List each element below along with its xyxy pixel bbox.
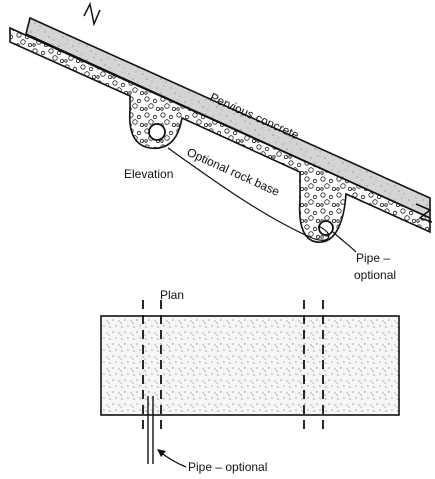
pervious-concrete-slab: [25, 16, 431, 220]
break-symbol-right: [415, 203, 433, 223]
pipe-label-line1: Pipe –: [356, 251, 390, 265]
elevation-view: Pervious concrete Optional rock base Ele…: [9, 1, 433, 282]
plan-view: Plan Pipe – optional: [100, 288, 400, 474]
plan-pipe-arrowhead: [157, 449, 166, 457]
rock-base-leader: [167, 147, 330, 241]
plan-label: Plan: [160, 288, 184, 302]
plan-slab: [100, 315, 400, 416]
pipe-circle-right: [318, 220, 334, 236]
plan-pipe-label: Pipe – optional: [188, 460, 267, 474]
pipe-leader: [332, 231, 357, 253]
elevation-label: Elevation: [124, 167, 173, 181]
break-symbol-top: [83, 1, 101, 27]
pipe-circle-left: [148, 123, 166, 141]
plan-pipe-arrow: [159, 451, 187, 468]
pipe-label-line2: optional: [354, 268, 396, 282]
rock-base-layer: [9, 26, 431, 243]
